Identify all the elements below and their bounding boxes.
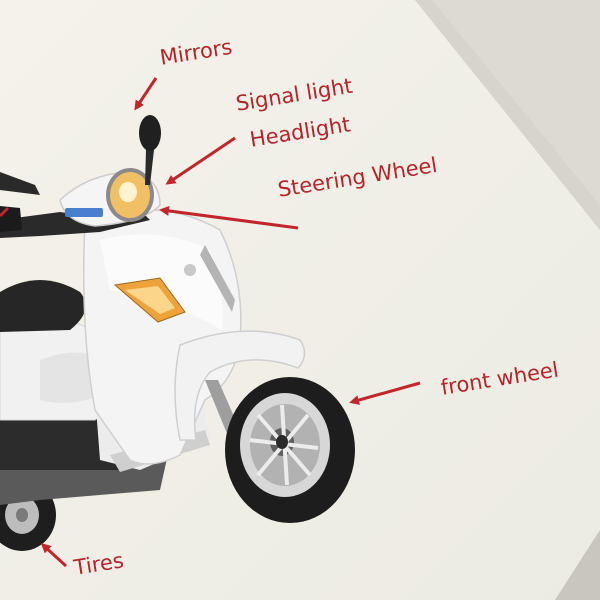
left-edge-arrow	[0, 206, 10, 218]
turn-signal	[113, 277, 186, 323]
seat	[0, 280, 86, 332]
headlight	[106, 168, 154, 222]
headlight-arrow	[165, 136, 236, 185]
steering-wheel-arrow	[159, 205, 299, 230]
front-wheel	[225, 377, 355, 523]
front-wheel-arrow	[349, 381, 421, 405]
mirrors-arrow	[134, 77, 158, 111]
tires-arrow	[40, 542, 68, 568]
mirror	[0, 115, 161, 195]
